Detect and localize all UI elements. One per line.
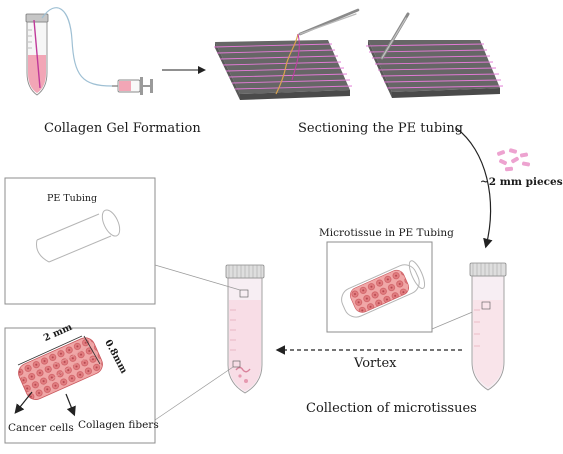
pe-tubing-cylinder: [36, 209, 121, 263]
microtissue-block: [18, 337, 103, 400]
zoom-line-center-bottom: [154, 366, 234, 421]
zoom-line-center-top: [154, 264, 241, 291]
forceps-1: [298, 8, 360, 36]
center-tube: [225, 264, 265, 394]
syringe: [112, 77, 153, 95]
caption-pieces: ~2 mm pieces: [480, 176, 563, 188]
right-tube: [469, 262, 507, 391]
dimension-line-width: [83, 335, 101, 365]
label-cancer-cells: Cancer cells: [8, 422, 74, 434]
pointer-collagen-fibers: [65, 393, 76, 417]
pe-tubing-box: [4, 177, 156, 305]
microtissue-in-tubing-box: [326, 241, 433, 333]
caption-collection: Collection of microtissues: [306, 401, 477, 416]
cut-pieces: [496, 148, 531, 172]
diagram-svg: [4, 7, 531, 444]
pointer-cancer-cells: [14, 391, 33, 414]
cutting-plate-1: [213, 33, 353, 100]
cutting-plate-2: [365, 40, 504, 98]
caption-sectioning: Sectioning the PE tubing: [298, 121, 464, 136]
dimension-line-length: [17, 335, 83, 366]
microtissue-detail-box: [4, 327, 156, 444]
label-collagen-fibers: Collagen fibers: [78, 419, 159, 431]
caption-vortex: Vortex: [354, 356, 397, 371]
feeding-tubing: [41, 7, 113, 87]
step-arrow-2: [455, 127, 493, 249]
diagram-canvas: Collagen Gel Formation Sectioning the PE…: [4, 7, 563, 444]
caption-microtissue: Microtissue in PE Tubing: [319, 227, 454, 239]
caption-collagen-gel-formation: Collagen Gel Formation: [44, 121, 201, 136]
falcon-tube-top-left: [25, 13, 49, 96]
caption-pe-tubing: PE Tubing: [47, 193, 98, 204]
blade-tool: [380, 12, 410, 60]
